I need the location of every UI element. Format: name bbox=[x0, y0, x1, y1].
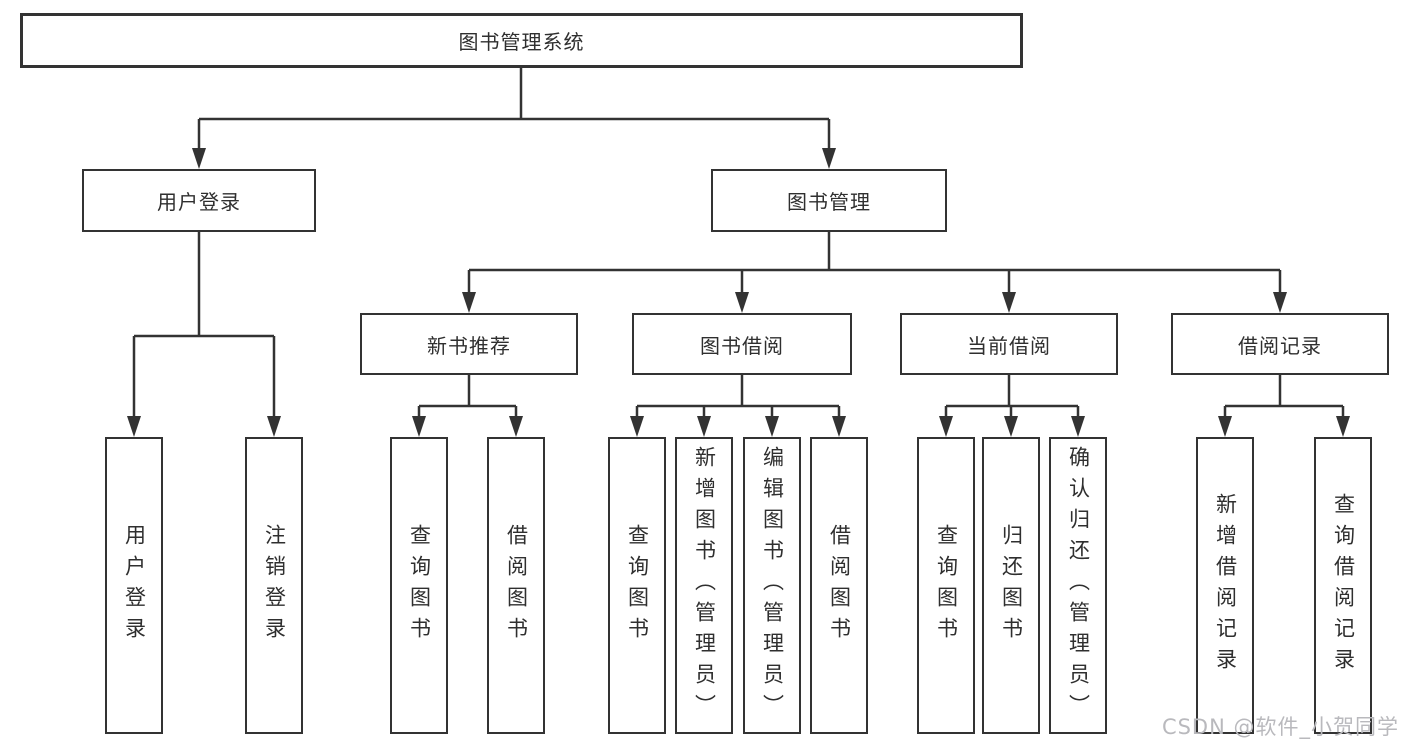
leaf-edit-books-admin: 编辑图书（管理员） bbox=[743, 437, 801, 734]
leaf-query-books-recommend: 查询图书 bbox=[390, 437, 448, 734]
node-book-management-branch: 图书管理 bbox=[711, 169, 947, 232]
leaf-user-login: 用户登录 bbox=[105, 437, 163, 734]
node-label: 用户登录 bbox=[157, 190, 241, 214]
node-user-login-branch: 用户登录 bbox=[82, 169, 316, 232]
node-label: 查询借阅记录 bbox=[1331, 492, 1356, 679]
node-label: 新书推荐 bbox=[427, 333, 511, 358]
node-label: 确认归还（管理员） bbox=[1066, 446, 1091, 725]
node-label: 借阅图书 bbox=[504, 523, 529, 648]
node-library-management-system: 图书管理系统 bbox=[20, 13, 1023, 68]
node-label: 查询图书 bbox=[934, 523, 959, 648]
leaf-return-books: 归还图书 bbox=[982, 437, 1040, 734]
node-label: 查询图书 bbox=[407, 523, 432, 648]
node-label: 归还图书 bbox=[999, 523, 1024, 648]
node-label: 当前借阅 bbox=[967, 333, 1051, 358]
node-label: 图书借阅 bbox=[700, 333, 784, 358]
node-label: 新增图书（管理员） bbox=[692, 446, 717, 725]
leaf-add-books-admin: 新增图书（管理员） bbox=[675, 437, 733, 734]
node-label: 图书管理系统 bbox=[458, 30, 585, 54]
leaf-query-books-current: 查询图书 bbox=[917, 437, 975, 734]
node-label: 编辑图书（管理员） bbox=[760, 446, 785, 725]
node-book-borrowing: 图书借阅 bbox=[632, 313, 852, 375]
node-label: 新增借阅记录 bbox=[1213, 492, 1238, 679]
leaf-logout: 注销登录 bbox=[245, 437, 303, 734]
node-label: 借阅记录 bbox=[1238, 333, 1322, 358]
node-label: 注销登录 bbox=[262, 523, 287, 648]
node-label: 查询图书 bbox=[625, 523, 650, 648]
node-new-book-recommendation: 新书推荐 bbox=[360, 313, 578, 375]
leaf-borrow-books: 借阅图书 bbox=[810, 437, 868, 734]
leaf-add-borrow-record: 新增借阅记录 bbox=[1196, 437, 1254, 734]
node-label: 用户登录 bbox=[122, 523, 147, 648]
leaf-query-borrow-record: 查询借阅记录 bbox=[1314, 437, 1372, 734]
leaf-query-books-borrow: 查询图书 bbox=[608, 437, 666, 734]
node-label: 借阅图书 bbox=[827, 523, 852, 648]
node-current-borrowing: 当前借阅 bbox=[900, 313, 1118, 375]
leaf-confirm-return-admin: 确认归还（管理员） bbox=[1049, 437, 1107, 734]
node-borrowing-records: 借阅记录 bbox=[1171, 313, 1389, 375]
node-label: 图书管理 bbox=[787, 190, 871, 214]
leaf-borrow-books-recommend: 借阅图书 bbox=[487, 437, 545, 734]
csdn-watermark: CSDN @软件_小贺同学 bbox=[1161, 715, 1399, 739]
